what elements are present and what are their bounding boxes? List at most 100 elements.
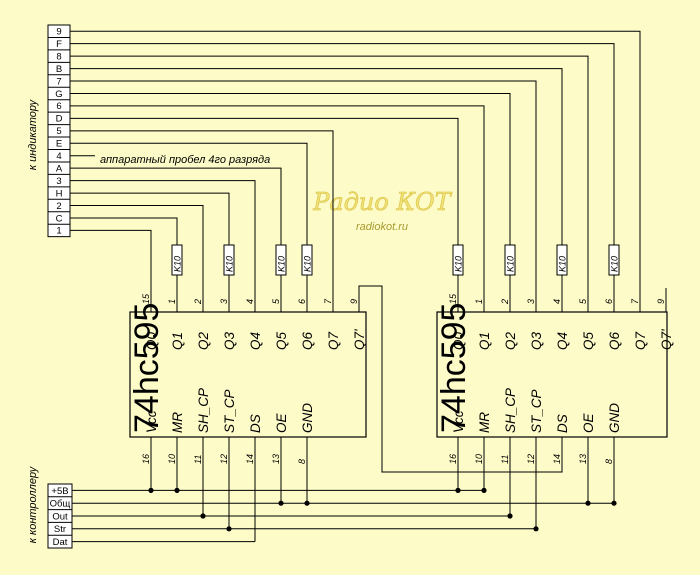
ic-pin-number: 8 — [297, 459, 307, 464]
ic-pin-name: SH_CP — [503, 388, 518, 433]
ic-pin-name: Q3 — [529, 331, 544, 350]
ic-pin-name: OE — [274, 412, 289, 433]
junction-dot — [611, 500, 617, 506]
ic-pin-number: 12 — [219, 454, 229, 464]
ic-pin-name: Q3 — [222, 331, 237, 350]
indicator-wire — [70, 217, 178, 245]
indicator-wire — [70, 80, 537, 295]
watermark-url: radiokot.ru — [356, 221, 408, 233]
connector-pin-label: Общ — [50, 499, 71, 510]
controller-connector — [47, 483, 73, 549]
ic-pin-name: GND — [300, 403, 315, 433]
connector-pin-label: Str — [54, 524, 66, 535]
resistor-label: K10 — [454, 256, 464, 272]
ic-pin-name: Q7' — [352, 329, 367, 350]
indicator-wire — [70, 117, 459, 245]
junction-dot — [455, 487, 461, 493]
connector-pin-label: 1 — [56, 226, 61, 237]
junction-dot — [278, 500, 284, 506]
ic-pin-name: Q7 — [326, 331, 341, 350]
junction-dot — [226, 526, 232, 532]
ic-pin-number: 9 — [349, 299, 359, 304]
indicator-wire — [70, 55, 589, 295]
ic-pin-name: Q1 — [477, 332, 492, 350]
ic-pin-number: 5 — [578, 298, 588, 304]
ic-part-name: 74hc595 — [435, 303, 473, 433]
indicator-wire — [70, 180, 256, 295]
connector-pin-label: F — [56, 39, 62, 50]
junction-dot — [481, 487, 487, 493]
ic-pin-number: 14 — [552, 454, 562, 464]
indicator-wire — [70, 92, 511, 245]
resistor-label: K10 — [610, 256, 620, 272]
ic-pin-name: Q5 — [581, 331, 596, 350]
connector-pin-label: E — [56, 139, 62, 150]
bottom-connector-label: к контроллеру — [27, 465, 39, 543]
ic-pin-number: 15 — [141, 293, 151, 304]
ic-pin-number: 1 — [167, 299, 177, 304]
ic-pin-name: Q7' — [659, 329, 674, 350]
connector-pin-label: 5 — [56, 126, 61, 137]
indicator-wire — [70, 68, 563, 245]
ic-pin-name: ST_CP — [529, 389, 544, 433]
ic-pin-number: 7 — [630, 298, 640, 304]
ic-74hc595-body — [129, 311, 367, 438]
indicator-wire — [70, 192, 230, 245]
ic-pin-number: 13 — [271, 454, 281, 464]
resistor-label: K10 — [277, 256, 287, 272]
ic-pin-number: 12 — [526, 454, 536, 464]
ic-pin-name: Q5 — [274, 331, 289, 350]
connector-pin-label: 8 — [56, 51, 61, 62]
ic-pin-name: Vcc — [144, 410, 159, 433]
ic-pin-number: 8 — [604, 459, 614, 464]
ic-pin-number: 11 — [193, 455, 203, 464]
indicator-wire — [70, 205, 204, 295]
resistor-label: K10 — [303, 256, 313, 272]
ic-pin-name: Q4 — [555, 332, 570, 350]
junction-dot — [304, 500, 310, 506]
connector-pin-label: 7 — [56, 76, 61, 87]
ic-pin-name: GND — [607, 403, 622, 433]
connector-pin-label: H — [56, 188, 63, 199]
ic-part-name: 74hc595 — [128, 303, 166, 433]
junction-dot — [148, 487, 154, 493]
connector-pin-label: 4 — [56, 151, 61, 162]
ic-pin-number: 6 — [297, 299, 307, 304]
connector-pin-label: 3 — [56, 176, 61, 187]
watermark-title: Радио КОТ — [312, 188, 452, 216]
resistor-label: K10 — [558, 256, 568, 272]
indicator-wire — [70, 105, 485, 295]
ic-pin-name: ST_CP — [222, 389, 237, 433]
indicator-wire — [70, 142, 308, 245]
ic-pin-name: Q2 — [503, 331, 518, 350]
indicator-wire — [70, 167, 282, 245]
connector-pin-label: 9 — [56, 27, 61, 38]
ic-pin-number: 7 — [323, 298, 333, 304]
ic-pin-name: OE — [581, 412, 596, 433]
ic-pin-number: 10 — [474, 454, 484, 464]
ic-pin-number: 3 — [219, 299, 229, 304]
ic-pin-number: 3 — [526, 299, 536, 304]
ic-pin-name: DS — [555, 414, 570, 433]
ic-pin-number: 16 — [448, 454, 458, 464]
top-connector-label: к индикатору — [27, 98, 39, 170]
ic-pin-number: 2 — [193, 299, 203, 305]
ic-pin-number: 15 — [448, 293, 458, 304]
connector-pin-label: 6 — [56, 101, 61, 112]
connector-pin-label: 2 — [56, 201, 61, 212]
ic-pin-name: Q7 — [633, 331, 648, 350]
resistor-label: K10 — [225, 256, 235, 272]
connector-pin-label: C — [56, 213, 63, 224]
ic-pin-name: DS — [248, 414, 263, 433]
ic-pin-number: 4 — [245, 299, 255, 304]
ic-pin-number: 10 — [167, 454, 177, 464]
cascade-wire — [358, 285, 563, 473]
ic-pin-name: Q2 — [196, 331, 211, 350]
ic-pin-name: Q0 — [451, 331, 466, 350]
ic-74hc595-body — [436, 311, 668, 438]
ic-pin-number: 1 — [474, 299, 484, 304]
ic-pin-number: 14 — [245, 454, 255, 464]
ic-pin-number: 9 — [656, 299, 666, 304]
hardware-gap-note: аппаратный пробел 4го разряда — [100, 154, 270, 166]
